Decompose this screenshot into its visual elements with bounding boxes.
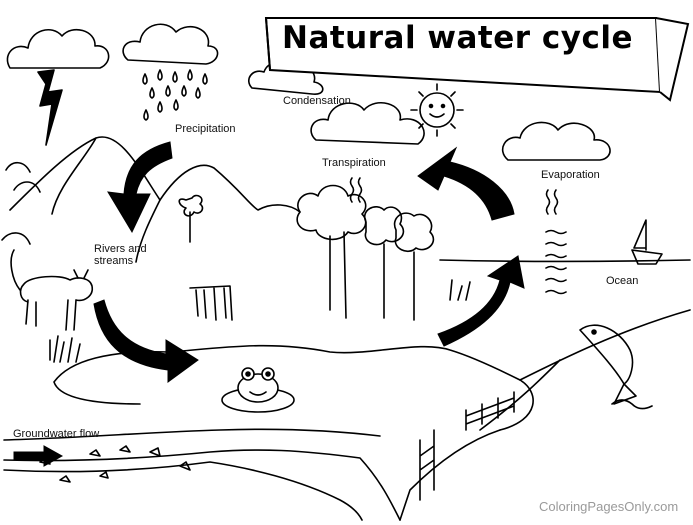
small-tree	[178, 194, 204, 243]
label-precipitation: Precipitation	[175, 123, 236, 135]
evaporation-cloud	[502, 121, 611, 161]
mountains	[9, 136, 301, 215]
ocean-arrow	[437, 255, 525, 347]
page-title: Natural water cycle	[282, 20, 633, 56]
rocks	[39, 445, 191, 483]
lightning-bolt	[37, 69, 63, 146]
groundwater-arrow	[13, 445, 64, 467]
fence	[419, 391, 515, 501]
cow	[19, 269, 94, 331]
label-groundwater-flow: Groundwater flow	[13, 428, 100, 440]
frog	[221, 367, 295, 413]
transpiration-arrow	[417, 146, 515, 221]
label-ocean: Ocean	[606, 275, 639, 287]
evaporation-vapour	[545, 189, 567, 295]
title-banner	[264, 17, 690, 102]
label-condensation: Condensation	[283, 95, 351, 107]
storm-cloud	[6, 28, 110, 69]
precipitation-arrow	[107, 141, 173, 234]
cycle-arrows	[13, 141, 525, 467]
sailboat	[631, 219, 663, 265]
left-hills	[1, 161, 41, 291]
plants	[49, 279, 471, 363]
transpiration-trees	[296, 184, 435, 321]
ground-line	[3, 428, 401, 521]
rain-cloud	[122, 23, 219, 65]
transpiration-vapour	[349, 177, 363, 203]
ocean-horizon	[439, 259, 691, 263]
lake	[53, 344, 534, 431]
rivers-arrow	[93, 299, 199, 383]
label-evaporation: Evaporation	[541, 169, 600, 181]
sun	[410, 83, 464, 137]
rain-drops	[142, 69, 208, 121]
watermark: ColoringPagesOnly.com	[539, 499, 679, 514]
waterfall	[189, 285, 233, 321]
fish	[579, 324, 653, 410]
label-transpiration: Transpiration	[322, 157, 386, 169]
groundwater-channel	[3, 461, 363, 521]
condensation-cloud	[310, 102, 425, 145]
label-rivers-and-streams: Rivers and streams	[94, 243, 147, 267]
